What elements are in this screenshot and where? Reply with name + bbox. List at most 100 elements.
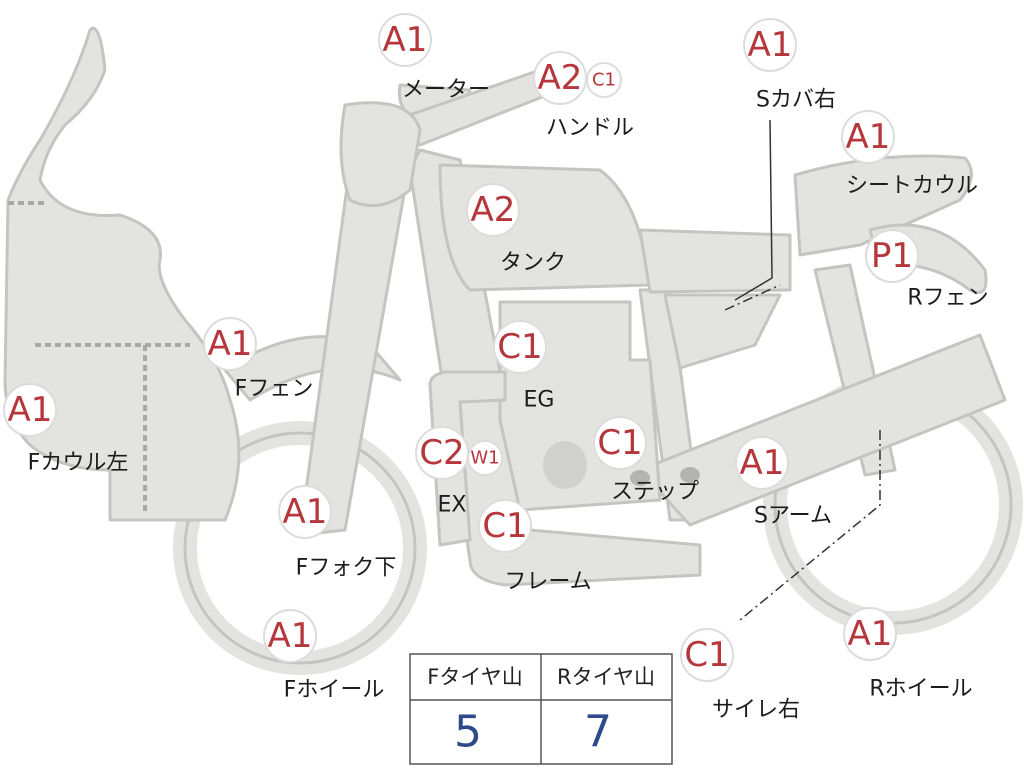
- grade-badge-circle: [467, 440, 503, 476]
- side-cover-shape: [663, 293, 782, 370]
- grade-badge: A1: [743, 18, 797, 72]
- grade-badge-text: A2: [471, 190, 516, 230]
- part-label: EX: [438, 493, 467, 518]
- grade-badge-text: A1: [748, 25, 793, 65]
- grade-badge-text: C2: [419, 433, 464, 473]
- part-label: Fホイール: [284, 678, 385, 703]
- grade-badge-circle: [278, 485, 332, 539]
- grade-badge: C1: [478, 499, 532, 553]
- grade-badge-circle: [680, 628, 734, 682]
- grade-badge: A1: [735, 436, 789, 490]
- grade-badge-circle: [378, 13, 432, 67]
- grade-badge-circle: [843, 607, 897, 661]
- grade-badge-text: A1: [8, 390, 53, 430]
- grade-badge: W1: [467, 440, 503, 476]
- part-label: Rフェン: [907, 286, 988, 311]
- part-label: ハンドル: [546, 116, 634, 141]
- grade-badge-circle: [263, 609, 317, 663]
- grade-badge: A1: [263, 609, 317, 663]
- grade-badge-text: A1: [740, 443, 785, 483]
- grade-badge-circle: [586, 62, 622, 98]
- grade-badge-text: A1: [283, 492, 328, 532]
- grade-badge-text: C1: [684, 635, 729, 675]
- grade-badge: A2: [533, 51, 587, 105]
- part-label: Fフォク下: [296, 556, 397, 581]
- grade-badge-circle: [493, 320, 547, 374]
- rear-tread-header: Rタイヤ山: [557, 665, 655, 689]
- grade-badge: A1: [3, 383, 57, 437]
- grade-badge: A1: [378, 13, 432, 67]
- grade-badge-text: P1: [871, 236, 913, 276]
- grade-badge-circle: [203, 317, 257, 371]
- grade-badge-circle: [3, 383, 57, 437]
- part-tank: A2 タンク: [466, 183, 566, 276]
- seat-cowl-shape: [793, 154, 973, 257]
- front-cowl-shape: [3, 26, 241, 522]
- part-label: サイレ右: [712, 698, 800, 723]
- grade-badge-circle: [735, 436, 789, 490]
- grade-badge: A1: [278, 485, 332, 539]
- part-label: Sアーム: [754, 504, 832, 529]
- part-label: EG: [524, 388, 555, 413]
- grade-badge: C1: [593, 416, 647, 470]
- part-label: シートカウル: [846, 174, 978, 199]
- part-label: タンク: [500, 251, 566, 276]
- grade-badge: C1: [680, 628, 734, 682]
- grade-badge-text: C1: [597, 423, 642, 463]
- grade-badge-text: A1: [383, 20, 428, 60]
- front-tread-value: 5: [454, 707, 482, 758]
- part-label: メーター: [402, 78, 490, 103]
- grade-badge: A2: [466, 183, 520, 237]
- grade-badge-text: A2: [538, 58, 583, 98]
- part-label: フレーム: [504, 570, 591, 595]
- grade-badge: C2: [415, 426, 469, 480]
- grade-badge-text: A1: [848, 614, 893, 654]
- grade-badge-circle: [865, 229, 919, 283]
- part-label: ステップ: [611, 480, 699, 505]
- part-step: C1 ステップ: [593, 416, 699, 505]
- part-label: Sカバ右: [756, 88, 836, 113]
- grade-badge: C1: [586, 62, 622, 98]
- tread-table: Fタイヤ山 Rタイヤ山 5 7: [409, 653, 673, 765]
- part-muffler-r: C1 サイレ右: [680, 628, 800, 723]
- grade-badge: A1: [843, 607, 897, 661]
- grade-badge-circle: [533, 51, 587, 105]
- part-handle: A2 C1 ハンドル: [533, 51, 634, 141]
- grade-badge-circle: [841, 110, 895, 164]
- grade-badge-circle: [466, 183, 520, 237]
- grade-badge-text: W1: [470, 448, 499, 469]
- part-frame: C1 フレーム: [478, 499, 592, 595]
- grade-badge-text: C1: [592, 70, 616, 91]
- grade-badge: C1: [493, 320, 547, 374]
- grade-badge-circle: [478, 499, 532, 553]
- part-label: Rホイール: [869, 677, 972, 702]
- grade-badge-circle: [743, 18, 797, 72]
- grade-badge-text: A1: [268, 616, 313, 656]
- grade-badge-text: C1: [497, 327, 542, 367]
- rear-tread-value: 7: [584, 707, 612, 758]
- grade-badge: P1: [865, 229, 919, 283]
- part-label: Fカウル左: [28, 451, 129, 476]
- grade-badge: A1: [841, 110, 895, 164]
- part-seat-cowl: A1 シートカウル: [841, 110, 978, 199]
- part-label: Fフェン: [235, 377, 314, 402]
- grade-badge-text: A1: [846, 117, 891, 157]
- frame-shape: [408, 148, 702, 587]
- swing-arm-shape: [638, 333, 1007, 527]
- grade-badge-circle: [593, 416, 647, 470]
- front-tread-header: Fタイヤ山: [427, 665, 522, 689]
- grade-badge-text: A1: [208, 324, 253, 364]
- grade-badge-text: C1: [482, 506, 527, 546]
